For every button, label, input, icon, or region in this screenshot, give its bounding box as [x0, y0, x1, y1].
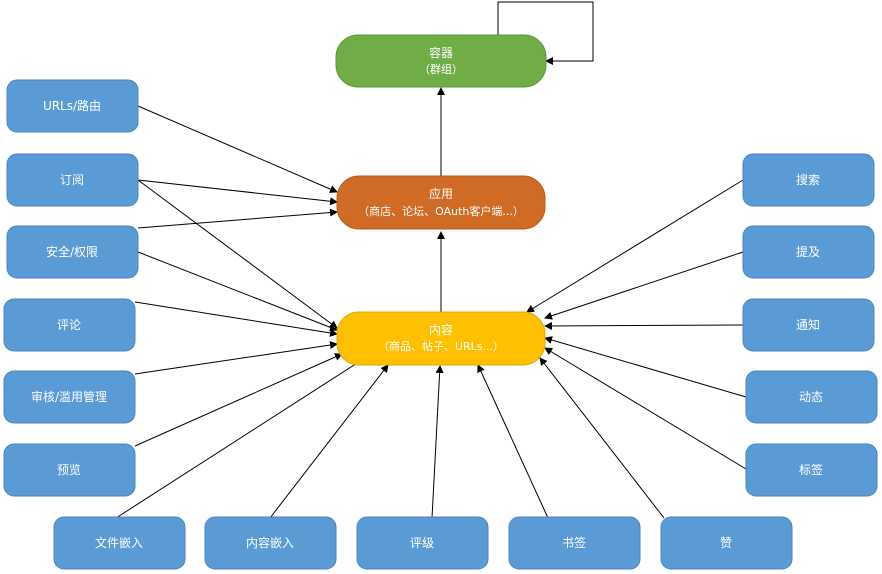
node-activity[interactable]: 动态	[745, 370, 878, 424]
node-subscription-label: 订阅	[60, 173, 84, 187]
node-notification-label: 通知	[796, 318, 820, 332]
subscription-to-content-arrow	[137, 179, 338, 329]
tags-to-content-arrow	[544, 347, 747, 470]
node-like-label: 赞	[720, 536, 732, 550]
node-urls-routing-label: URLs/路由	[43, 98, 101, 113]
node-rating-label: 评级	[410, 536, 434, 550]
connector-layer	[115, 1, 747, 519]
node-rating[interactable]: 评级	[356, 516, 489, 570]
container-subtitle: （群组）	[419, 62, 463, 76]
node-content-embed-label: 内容嵌入	[246, 535, 294, 550]
content-title: 内容	[429, 322, 453, 337]
container-node[interactable]: 容器 （群组）	[335, 34, 547, 88]
content-embed-to-content-arrow	[269, 364, 389, 519]
application-node[interactable]: 应用 （商店、论坛、OAuth客户端...）	[336, 175, 546, 230]
node-content-embed[interactable]: 内容嵌入	[204, 516, 337, 570]
notification-to-content-arrow	[544, 321, 744, 330]
mention-to-content-arrow	[544, 251, 744, 320]
node-subscription[interactable]: 订阅	[6, 153, 139, 207]
urls-to-application-arrow	[137, 105, 338, 193]
content-subtitle: （商品、帖子、URLs...）	[378, 339, 504, 353]
node-moderation-label: 审核/滥用管理	[31, 389, 107, 404]
moderation-to-content-arrow	[134, 341, 338, 375]
like-to-content-arrow	[539, 357, 665, 519]
file-embed-to-content-arrow	[115, 357, 366, 519]
bookmark-to-content-arrow	[477, 364, 549, 519]
node-mention-label: 提及	[796, 244, 820, 259]
node-preview-label: 预览	[57, 462, 81, 477]
node-notification[interactable]: 通知	[742, 298, 875, 352]
application-subtitle: （商店、论坛、OAuth客户端...）	[358, 204, 524, 218]
node-tags[interactable]: 标签	[745, 443, 878, 497]
node-security-permissions-label: 安全/权限	[46, 244, 98, 259]
content-node[interactable]: 内容 （商品、帖子、URLs...）	[336, 311, 546, 366]
rating-to-content-arrow	[431, 365, 444, 519]
node-file-embed-label: 文件嵌入	[95, 535, 143, 550]
security-to-content-arrow	[137, 251, 338, 332]
security-to-application-arrow	[137, 208, 338, 229]
node-search-label: 搜索	[796, 172, 820, 187]
node-bookmark[interactable]: 书签	[508, 516, 641, 570]
container-title: 容器	[429, 45, 453, 60]
container-self-loop-arrow	[497, 1, 594, 65]
subscription-to-application-arrow	[137, 179, 338, 206]
activity-to-content-arrow	[544, 336, 747, 398]
comments-to-content-arrow	[134, 301, 338, 337]
application-title: 应用	[429, 186, 453, 201]
node-comments[interactable]: 评论	[3, 298, 136, 352]
node-moderation[interactable]: 审核/滥用管理	[3, 370, 136, 424]
preview-to-content-arrow	[134, 353, 343, 447]
node-preview[interactable]: 预览	[3, 443, 136, 497]
node-urls-routing[interactable]: URLs/路由	[6, 79, 139, 133]
node-tags-label: 标签	[799, 462, 823, 477]
node-activity-label: 动态	[799, 390, 823, 404]
node-bookmark-label: 书签	[562, 535, 586, 550]
node-security-permissions[interactable]: 安全/权限	[6, 225, 139, 279]
node-mention[interactable]: 提及	[742, 225, 875, 279]
node-comments-label: 评论	[57, 318, 81, 332]
node-search[interactable]: 搜索	[742, 153, 875, 207]
search-to-content-arrow	[526, 179, 744, 313]
node-like[interactable]: 赞	[660, 516, 793, 570]
node-file-embed[interactable]: 文件嵌入	[53, 516, 186, 570]
